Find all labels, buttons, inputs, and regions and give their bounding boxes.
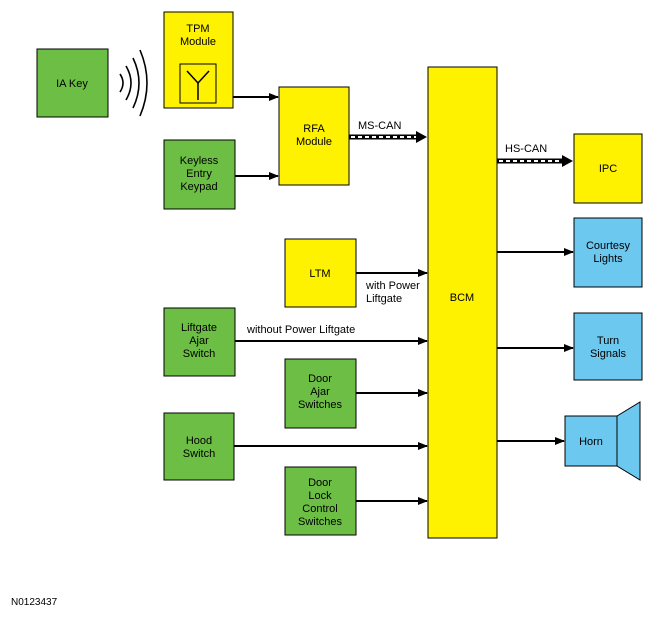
svg-text:Horn: Horn bbox=[579, 436, 603, 448]
label-line: Switches bbox=[298, 399, 343, 411]
label-line: Hood bbox=[186, 435, 212, 447]
hs-can-bus bbox=[497, 155, 573, 167]
label-line: Liftgate bbox=[181, 322, 217, 334]
figure-id: N0123437 bbox=[11, 597, 58, 608]
ipc-module: IPC bbox=[573, 133, 643, 204]
label-line: Switches bbox=[298, 516, 343, 528]
hs-can-label: HS-CAN bbox=[505, 143, 547, 155]
label-line: Keypad bbox=[180, 181, 217, 193]
label-line: Keyless bbox=[180, 155, 219, 167]
label-line: Door bbox=[308, 477, 332, 489]
label-line: TPM bbox=[186, 23, 209, 35]
label-line: Door bbox=[308, 373, 332, 385]
label-line: LTM bbox=[309, 268, 330, 280]
ltm-module: LTM bbox=[284, 238, 357, 308]
label-line: Ajar bbox=[310, 386, 330, 398]
ms-can-bus bbox=[349, 131, 427, 143]
ia-key-module: IA Key bbox=[36, 48, 109, 118]
label-line: Switch bbox=[183, 348, 215, 360]
label-line: Switch bbox=[183, 448, 215, 460]
label-line: Liftgate bbox=[366, 293, 402, 305]
label-line: Lights bbox=[593, 253, 623, 265]
label-line: Lock bbox=[308, 490, 332, 502]
label-line: Module bbox=[180, 36, 216, 48]
label-line: Ajar bbox=[189, 335, 209, 347]
svg-text:LTM: LTM bbox=[309, 268, 330, 280]
wireless-signal-icon bbox=[119, 49, 148, 117]
label-line: RFA bbox=[303, 123, 325, 135]
svg-text:BCM: BCM bbox=[450, 292, 474, 304]
label-line: with Power bbox=[365, 280, 420, 292]
speaker-icon bbox=[616, 401, 641, 481]
label-line: Entry bbox=[186, 168, 212, 180]
horn: Horn bbox=[564, 401, 641, 481]
bcm-module: BCM bbox=[427, 66, 498, 539]
label-line: Courtesy bbox=[586, 240, 631, 252]
antenna-icon bbox=[186, 70, 210, 100]
svg-text:IPC: IPC bbox=[599, 163, 617, 175]
label-line: BCM bbox=[450, 292, 474, 304]
label-line: Horn bbox=[579, 436, 603, 448]
label-line: Module bbox=[296, 136, 332, 148]
without-power-liftgate-label: without Power Liftgate bbox=[246, 324, 355, 336]
label-line: Control bbox=[302, 503, 337, 515]
label-line: IPC bbox=[599, 163, 617, 175]
label-line: IA Key bbox=[56, 78, 88, 90]
label-line: Turn bbox=[597, 335, 619, 347]
svg-text:IA Key: IA Key bbox=[56, 78, 88, 90]
ms-can-label: MS-CAN bbox=[358, 120, 401, 132]
label-line: Signals bbox=[590, 348, 627, 360]
